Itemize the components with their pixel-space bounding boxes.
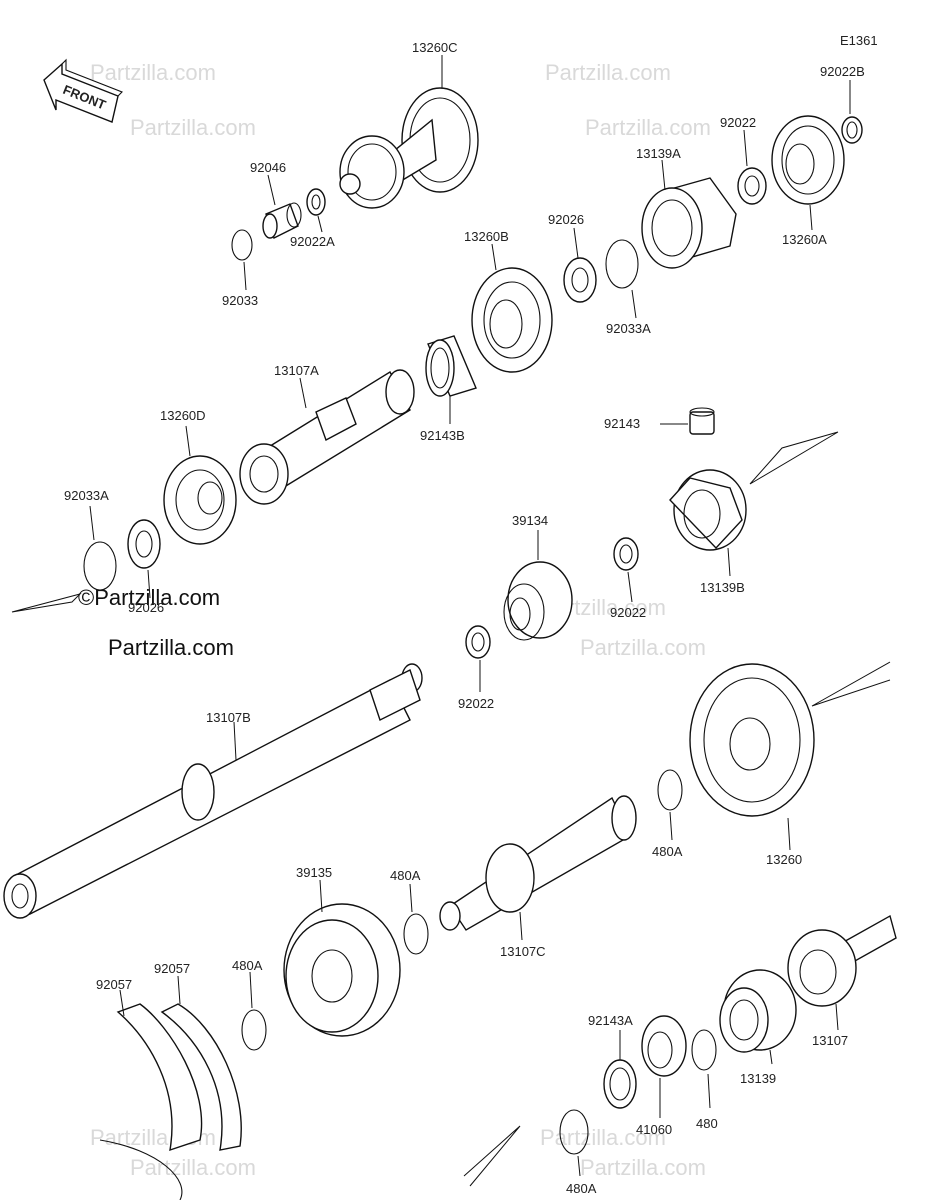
part-92143B-bushing[interactable] (425, 335, 477, 397)
part-92143A-bushing[interactable] (603, 1059, 637, 1109)
part-480A-circlip-left[interactable] (241, 1009, 267, 1051)
diagram-code: E1361 (840, 33, 878, 48)
label-92143A: 92143A (588, 1013, 633, 1028)
part-13260C-gear[interactable] (339, 87, 479, 209)
label-92033: 92033 (222, 293, 258, 308)
part-92143-bushing[interactable] (689, 407, 715, 435)
label-92026-left: 92026 (128, 600, 164, 615)
label-13260: 13260 (766, 852, 802, 867)
label-13107A: 13107A (274, 363, 319, 378)
part-39134-gear[interactable] (503, 561, 573, 641)
part-13139B-hub[interactable] (669, 469, 747, 551)
part-13107B-shaft[interactable] (3, 663, 423, 919)
label-92022A: 92022A (290, 234, 335, 249)
watermark-top-right: Partzilla.com (545, 60, 671, 85)
label-480A-mid: 480A (390, 868, 421, 883)
label-13139: 13139 (740, 1071, 776, 1086)
label-92022-mid1: 92022 (610, 605, 646, 620)
label-39135: 39135 (296, 865, 332, 880)
part-92022A-washer[interactable] (306, 188, 326, 216)
label-13260C: 13260C (412, 40, 458, 55)
label-92033A-left: 92033A (64, 488, 109, 503)
part-13107C-shaft[interactable] (439, 795, 637, 931)
part-92046-bearing[interactable] (262, 202, 302, 239)
label-480A-bottom: 480A (566, 1181, 597, 1196)
label-92057-b: 92057 (154, 961, 190, 976)
part-41060-hub[interactable] (641, 1015, 687, 1077)
label-92033A-top: 92033A (606, 321, 651, 336)
watermark-prominent-2: Partzilla.com (108, 635, 234, 660)
label-13139A: 13139A (636, 146, 681, 161)
part-13260D-gear[interactable] (163, 455, 237, 545)
part-13107A-shaft[interactable] (239, 369, 415, 505)
watermark-mid-2: Partzilla.com (580, 635, 706, 660)
part-39135-gear[interactable] (283, 903, 401, 1037)
watermark-top-left: Partzilla.com (90, 60, 216, 85)
label-480A-left: 480A (232, 958, 263, 973)
label-92057-a: 92057 (96, 977, 132, 992)
watermark-bottom-right: Partzilla.com (540, 1125, 666, 1150)
label-92022-top: 92022 (720, 115, 756, 130)
label-13260A: 13260A (782, 232, 827, 247)
part-92022-washer-mid1[interactable] (613, 537, 639, 571)
label-39134: 39134 (512, 513, 548, 528)
part-13139-hub[interactable] (719, 969, 797, 1053)
part-480-circlip[interactable] (691, 1029, 717, 1071)
part-92033A-circlip-left[interactable] (83, 541, 117, 591)
part-480A-circlip-right[interactable] (657, 769, 683, 811)
watermark-top-left-2: Partzilla.com (130, 115, 256, 140)
part-92057-chain-b[interactable] (160, 1003, 242, 1151)
label-13139B: 13139B (700, 580, 745, 595)
label-13107B: 13107B (206, 710, 251, 725)
part-92026-washer-left[interactable] (127, 519, 161, 569)
watermark-bottom-left-2: Partzilla.com (130, 1155, 256, 1180)
label-13107: 13107 (812, 1033, 848, 1048)
watermark-top-right-2: Partzilla.com (585, 115, 711, 140)
part-92022-washer-top[interactable] (737, 167, 767, 205)
label-92143: 92143 (604, 416, 640, 431)
part-480A-circlip-mid[interactable] (403, 913, 429, 955)
part-13260B-gear[interactable] (471, 267, 553, 373)
label-480: 480 (696, 1116, 718, 1131)
part-92026-washer-top[interactable] (563, 257, 597, 303)
label-92022B: 92022B (820, 64, 865, 79)
label-92046: 92046 (250, 160, 286, 175)
part-92022B-washer[interactable] (841, 116, 863, 144)
label-92143B: 92143B (420, 428, 465, 443)
watermark-bottom-right-2: Partzilla.com (580, 1155, 706, 1180)
label-41060: 41060 (636, 1122, 672, 1137)
part-92033-circlip[interactable] (231, 229, 253, 261)
part-480A-circlip-bottom[interactable] (559, 1109, 589, 1155)
label-92022-mid2: 92022 (458, 696, 494, 711)
label-480A-right: 480A (652, 844, 683, 859)
part-92033A-circlip-top[interactable] (605, 239, 639, 289)
part-13107-shaft[interactable] (787, 914, 897, 1007)
label-13107C: 13107C (500, 944, 546, 959)
part-13260-gear[interactable] (689, 663, 815, 817)
part-92057-chain-a[interactable] (99, 1003, 203, 1200)
part-13260A-gear[interactable] (771, 115, 845, 205)
label-13260B: 13260B (464, 229, 509, 244)
label-13260D: 13260D (160, 408, 206, 423)
label-92026-top: 92026 (548, 212, 584, 227)
part-92022-washer-mid2[interactable] (465, 625, 491, 659)
part-13139A-hub[interactable] (641, 177, 737, 269)
